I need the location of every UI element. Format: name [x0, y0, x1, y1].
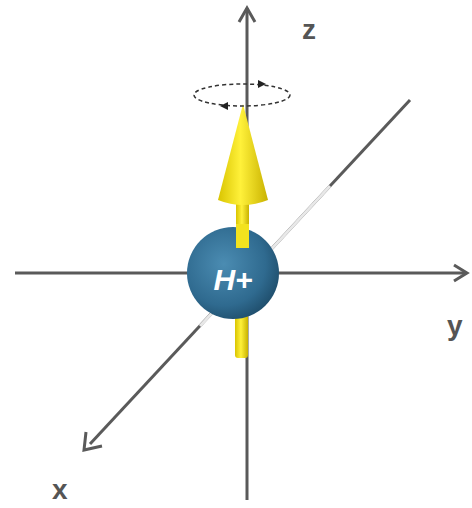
particle-symbol: H+: [213, 263, 252, 297]
axis-label: x: [52, 476, 68, 504]
rotation-arrow: [258, 80, 266, 88]
rotation-ellipse: [194, 84, 290, 106]
spin-cone: [218, 104, 268, 205]
axis-label: z: [302, 16, 316, 44]
z-axis-head: [239, 8, 255, 22]
x-axis-head: [84, 432, 102, 450]
y-axis-head: [454, 265, 467, 281]
axis-label: y: [447, 312, 463, 340]
proton-sphere: H+: [186, 226, 280, 320]
rotation-arrow: [220, 102, 228, 110]
